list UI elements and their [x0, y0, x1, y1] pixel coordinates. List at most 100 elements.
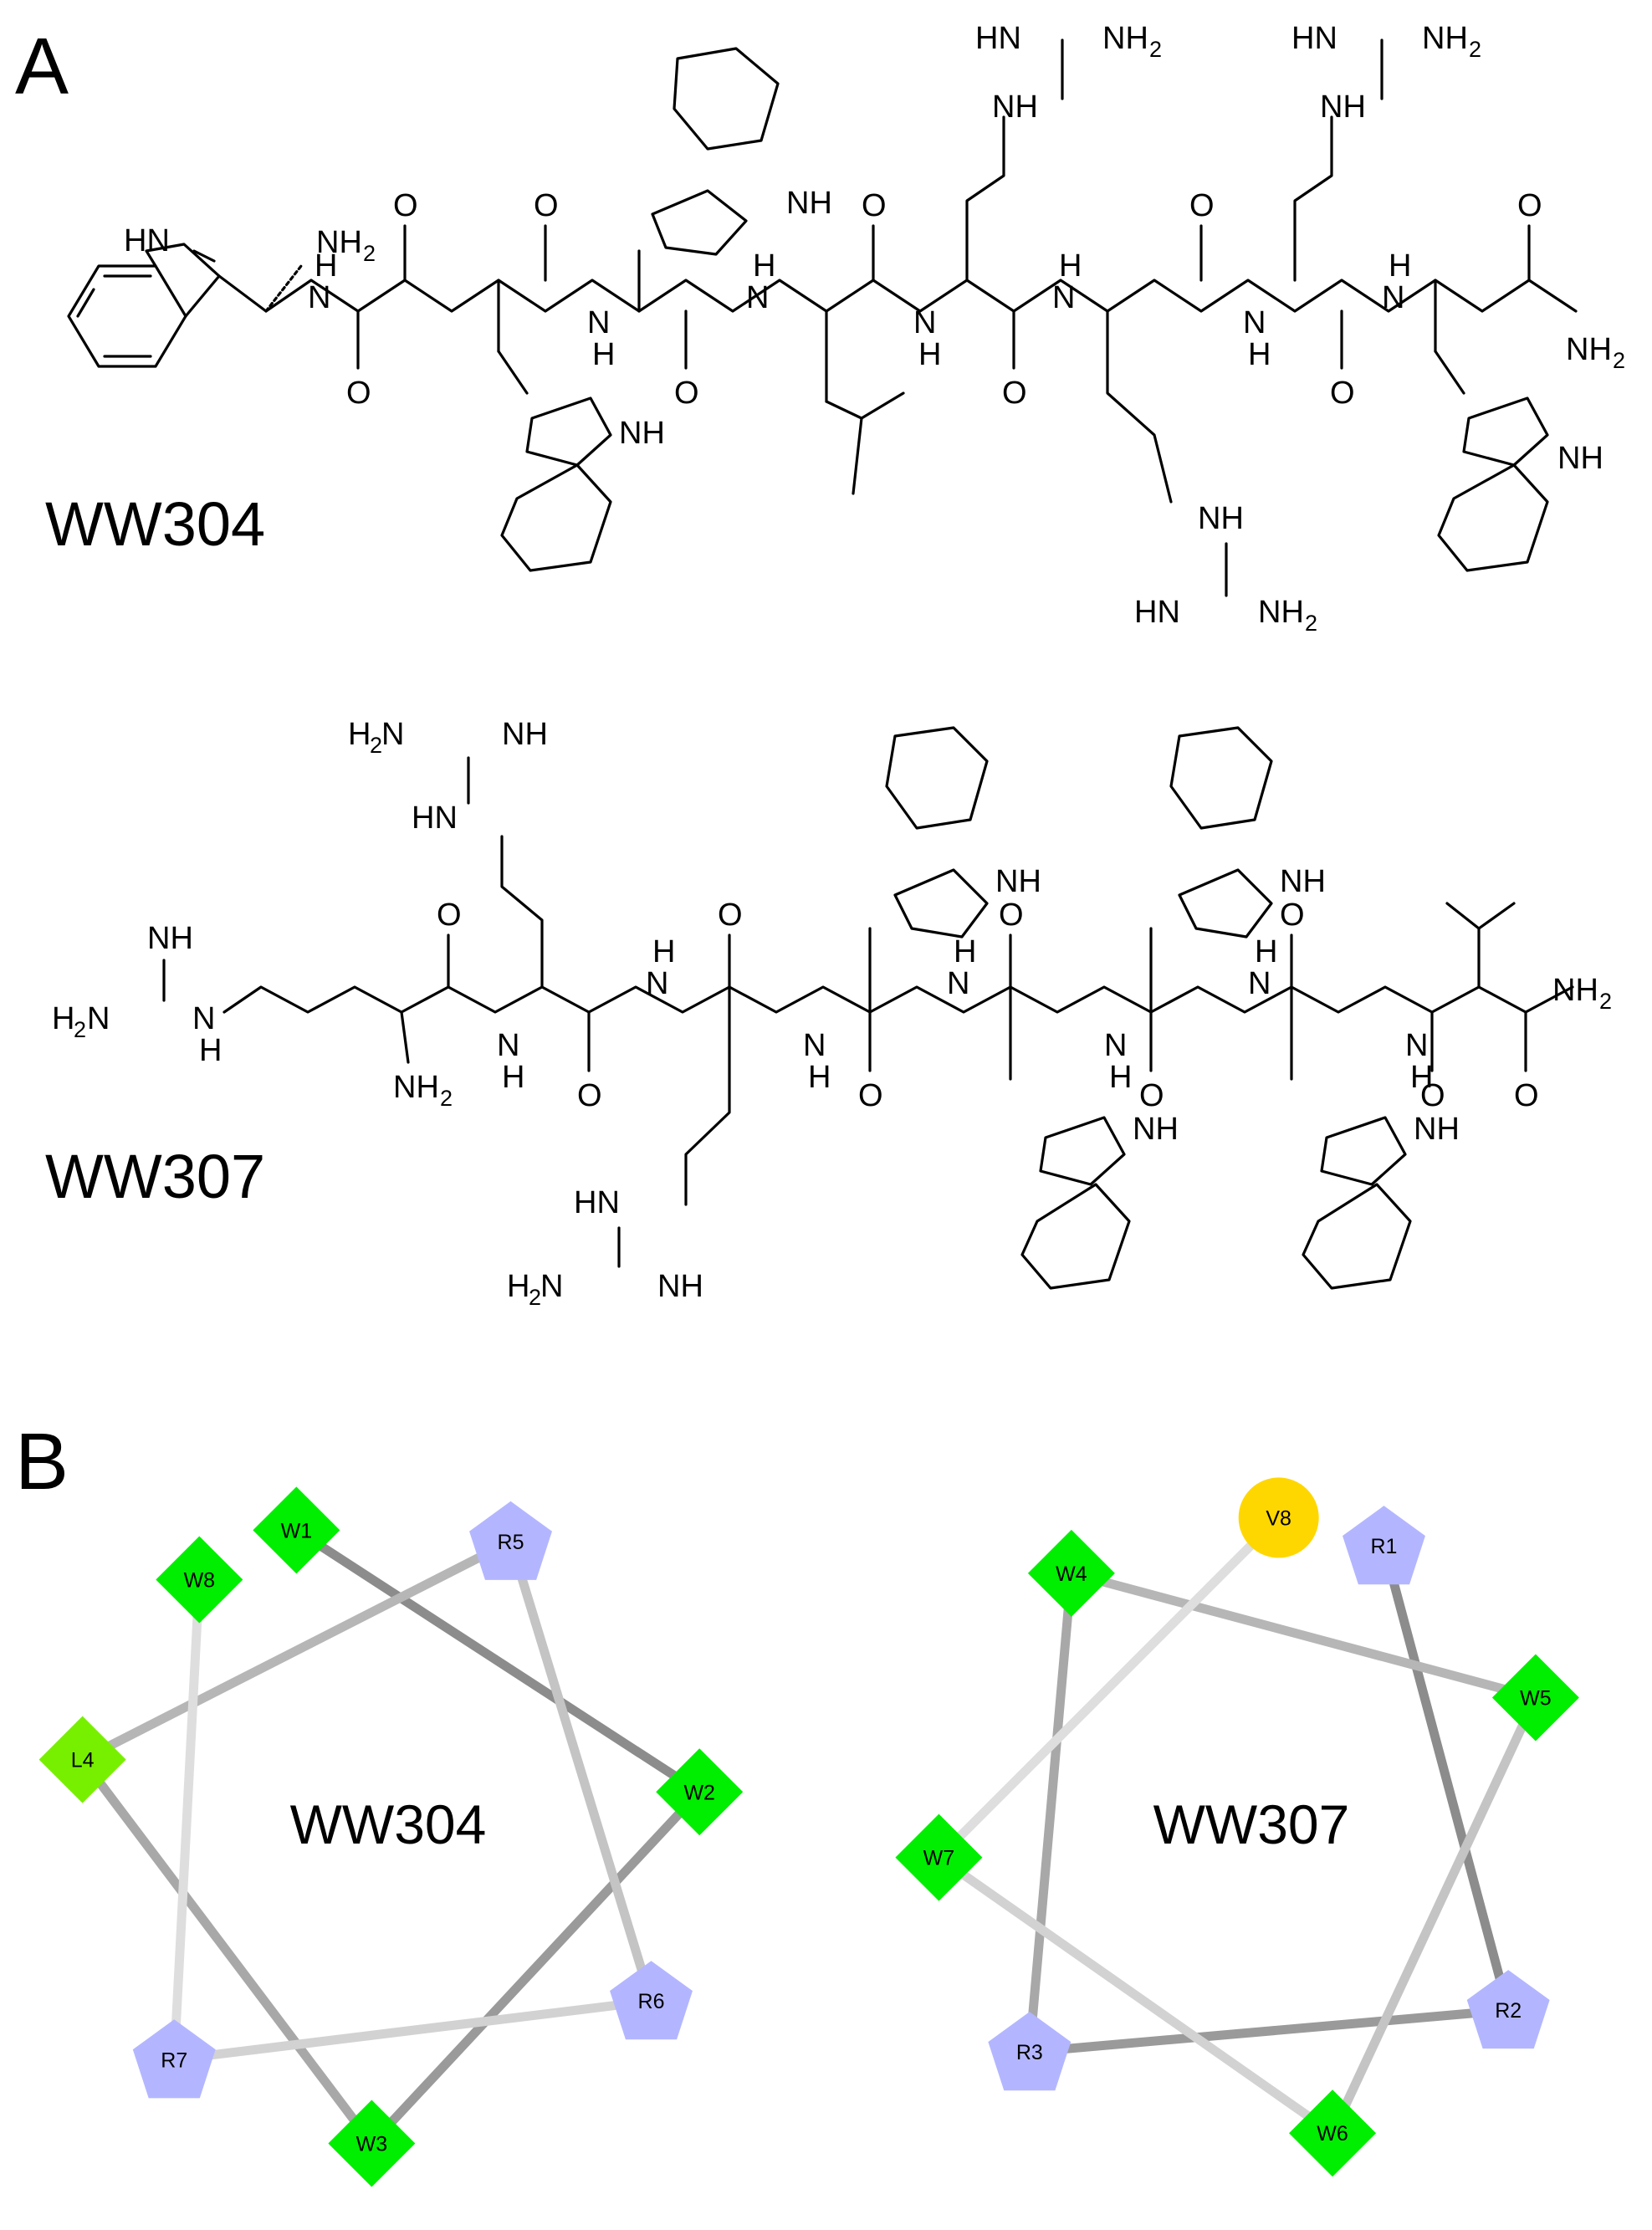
residue-label: R1 — [1370, 1535, 1397, 1558]
svg-text:O: O — [1514, 1078, 1539, 1113]
svg-text:N: N — [803, 1028, 826, 1063]
svg-text:H: H — [954, 934, 976, 969]
svg-text:NH: NH — [1280, 864, 1326, 899]
svg-text:H: H — [502, 1060, 524, 1095]
residue-shape — [38, 1716, 126, 1803]
svg-text:H: H — [52, 1001, 74, 1036]
residue-shape — [156, 1536, 243, 1624]
residue-label: W8 — [184, 1569, 216, 1593]
residue-node-r3: R3 — [988, 2012, 1071, 2091]
residue-label: R6 — [638, 1990, 665, 2013]
svg-text:2: 2 — [1149, 37, 1162, 62]
wheel-connector — [1066, 1568, 1541, 1703]
residue-node-r1: R1 — [1343, 1506, 1425, 1585]
wheel-connector — [78, 1537, 516, 1765]
svg-text:O: O — [1139, 1078, 1164, 1113]
residue-label: W1 — [281, 1519, 313, 1542]
svg-text:O: O — [577, 1078, 602, 1113]
svg-text:N: N — [192, 1001, 215, 1036]
svg-text:HN: HN — [1134, 595, 1180, 630]
wheel-connector — [1378, 1541, 1513, 2015]
ww304-structure-label: WW304 — [45, 489, 265, 559]
residue-shape — [988, 2012, 1071, 2091]
svg-text:N: N — [87, 1001, 110, 1036]
svg-text:2: 2 — [529, 1285, 541, 1310]
residue-shape — [1343, 1506, 1425, 1585]
residue-node-w2: W2 — [656, 1748, 744, 1836]
svg-text:H: H — [1389, 248, 1411, 284]
residue-shape — [610, 1961, 693, 2040]
svg-text:NH: NH — [992, 90, 1038, 125]
svg-text:NH: NH — [1566, 332, 1612, 367]
svg-text:O: O — [999, 898, 1024, 933]
svg-text:NH: NH — [1557, 441, 1603, 476]
panel-a-label: A — [15, 22, 69, 111]
residue-node-w4: W4 — [1027, 1529, 1115, 1617]
svg-text:O: O — [1517, 188, 1542, 223]
svg-text:N: N — [1052, 280, 1075, 315]
svg-text:N: N — [913, 305, 936, 340]
wheel-connector — [933, 1853, 1337, 2138]
wheel-connector — [169, 1575, 204, 2064]
residue-shape — [1466, 1970, 1550, 2049]
svg-text:NH: NH — [995, 864, 1041, 899]
residue-node-r7: R7 — [132, 2019, 216, 2099]
panel-b-label: B — [15, 1417, 69, 1506]
svg-text:O: O — [1280, 898, 1305, 933]
svg-text:H: H — [652, 934, 675, 969]
svg-text:NH: NH — [147, 921, 193, 956]
residue-shape — [469, 1501, 552, 1580]
svg-text:O: O — [858, 1078, 883, 1113]
residue-shape — [656, 1748, 744, 1836]
ww304-nh-label: HN — [124, 223, 170, 258]
svg-text:O: O — [393, 188, 418, 223]
svg-text:NH: NH — [1422, 21, 1468, 56]
svg-text:2: 2 — [363, 241, 376, 266]
svg-text:H: H — [808, 1060, 831, 1095]
residue-node-w1: W1 — [253, 1486, 340, 1574]
svg-text:NH: NH — [786, 186, 832, 221]
svg-text:NH: NH — [1258, 595, 1304, 630]
residue-node-w6: W6 — [1289, 2089, 1377, 2177]
svg-text:H: H — [592, 337, 615, 372]
residue-shape — [253, 1486, 340, 1574]
svg-text:N: N — [746, 280, 769, 315]
svg-text:NH: NH — [316, 225, 362, 260]
svg-text:NH: NH — [619, 416, 665, 451]
svg-text:N: N — [587, 305, 610, 340]
residue-node-r2: R2 — [1466, 1970, 1550, 2049]
wheel-connectors — [78, 1525, 704, 2148]
svg-text:2: 2 — [1613, 348, 1625, 373]
svg-text:N: N — [947, 966, 969, 1001]
svg-text:N: N — [381, 717, 404, 752]
svg-text:HN: HN — [975, 21, 1021, 56]
residue-label: W6 — [1317, 2122, 1348, 2146]
wheel-connector — [169, 1996, 657, 2064]
svg-text:H: H — [315, 248, 337, 284]
svg-text:O: O — [674, 376, 699, 411]
svg-text:NH: NH — [1133, 1112, 1179, 1147]
ww304-structure: HN O O O O O O O O O H N N H H N N H H N… — [67, 21, 1625, 636]
residue-label: R7 — [161, 2048, 187, 2072]
residue-label: R5 — [498, 1531, 524, 1554]
svg-text:N: N — [1243, 305, 1266, 340]
svg-text:NH: NH — [1320, 90, 1366, 125]
residue-node-v8: V8 — [1238, 1477, 1319, 1558]
svg-text:N: N — [1104, 1028, 1127, 1063]
wheel-connector — [933, 1512, 1284, 1863]
residue-node-l4: L4 — [38, 1716, 126, 1803]
residue-label: R2 — [1495, 1999, 1522, 2023]
residue-label: W7 — [923, 1847, 955, 1870]
svg-text:H: H — [1059, 248, 1082, 284]
residue-node-w8: W8 — [156, 1536, 243, 1624]
svg-text:O: O — [1330, 376, 1355, 411]
residue-shape — [1491, 1654, 1579, 1742]
svg-text:N: N — [1382, 280, 1404, 315]
svg-text:H: H — [348, 717, 371, 752]
residue-shape — [1238, 1477, 1319, 1558]
svg-text:N: N — [308, 280, 330, 315]
residue-label: W3 — [356, 2132, 388, 2156]
svg-text:N: N — [1405, 1028, 1428, 1063]
svg-text:NH: NH — [1198, 501, 1244, 536]
